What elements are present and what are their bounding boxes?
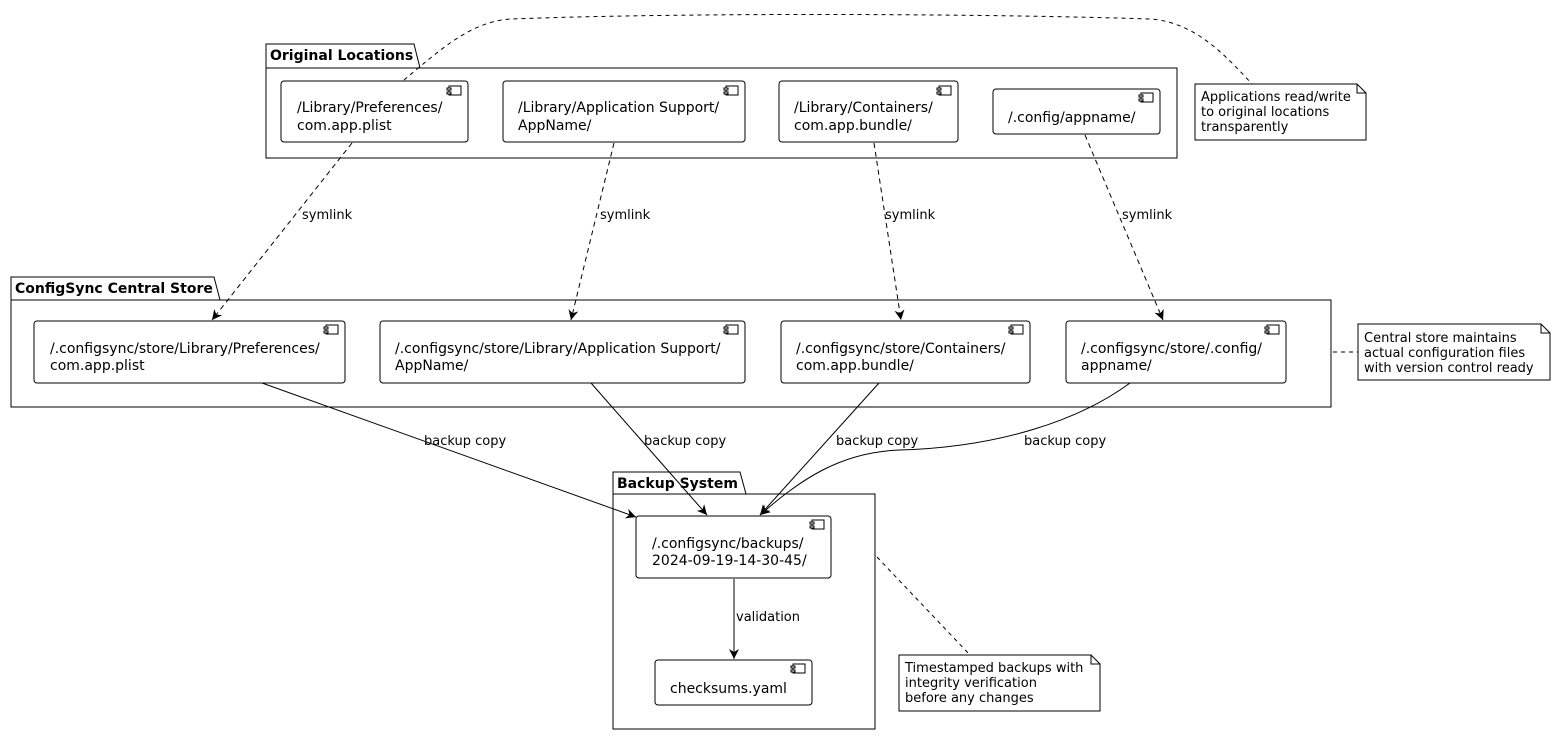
svg-text:/Library/Preferences/: /Library/Preferences/: [297, 100, 443, 116]
edge-backup-config: [759, 382, 1131, 516]
edge-label: symlink: [600, 208, 651, 223]
package-title: ConfigSync Central Store: [15, 281, 213, 297]
svg-text:/.configsync/store/Library/Pre: /.configsync/store/Library/Preferences/: [50, 341, 320, 357]
svg-text:Timestamped backups with: Timestamped backups with: [904, 661, 1083, 676]
edge-backup-containers: [759, 382, 880, 516]
backup-edges: [261, 382, 1131, 659]
edge-label: symlink: [1122, 208, 1173, 223]
component-library-preferences: /Library/Preferences/ com.app.plist: [280, 80, 469, 143]
note-connectors: [403, 13, 1358, 656]
symlink-edges: [211, 134, 1164, 321]
svg-text:AppName/: AppName/: [518, 118, 592, 134]
svg-text:AppName/: AppName/: [395, 358, 469, 374]
component-backup-folder: /.configsync/backups/ 2024-09-19-14-30-4…: [635, 515, 832, 579]
svg-text:com.app.plist: com.app.plist: [50, 358, 145, 374]
symlink-labels: symlink symlink symlink symlink: [302, 208, 1173, 223]
svg-text:transparently: transparently: [1201, 120, 1289, 135]
component-library-application-support: /Library/Application Support/ AppName/: [502, 80, 746, 143]
component-store-config-appname: /.configsync/store/.config/ appname/: [1065, 320, 1287, 384]
svg-text:/Library/Containers/: /Library/Containers/: [794, 100, 933, 116]
edge-backup-preferences: [261, 382, 637, 519]
component-store-preferences: /.configsync/store/Library/Preferences/ …: [33, 320, 346, 384]
component-checksums: checksums.yaml: [654, 659, 813, 706]
svg-text:/.configsync/backups/: /.configsync/backups/: [652, 536, 804, 552]
svg-text:com.app.bundle/: com.app.bundle/: [796, 358, 914, 374]
svg-text:2024-09-19-14-30-45/: 2024-09-19-14-30-45/: [652, 553, 807, 569]
edge-label: validation: [736, 610, 800, 625]
edge-label: backup copy: [1024, 434, 1106, 449]
svg-text:/.configsync/store/Containers/: /.configsync/store/Containers/: [796, 341, 1006, 357]
svg-text:Central store maintains: Central store maintains: [1364, 331, 1517, 346]
svg-text:appname/: appname/: [1081, 358, 1152, 374]
package-title: Original Locations: [270, 48, 413, 64]
component-store-application-support: /.configsync/store/Library/Application S…: [379, 320, 746, 384]
edge-symlink-application-support: [568, 142, 615, 321]
svg-text:to original locations: to original locations: [1201, 105, 1329, 120]
edge-symlink-containers: [873, 142, 905, 321]
backup-labels: backup copy backup copy backup copy back…: [424, 434, 1106, 625]
component-store-containers: /.configsync/store/Containers/ com.app.b…: [780, 320, 1031, 384]
edge-label: backup copy: [644, 434, 726, 449]
package-title: Backup System: [617, 476, 738, 492]
edge-label: symlink: [885, 208, 936, 223]
svg-text:integrity verification: integrity verification: [905, 676, 1037, 691]
edge-symlink-preferences: [211, 142, 353, 321]
component-library-containers: /Library/Containers/ com.app.bundle/: [778, 80, 959, 143]
svg-text:checksums.yaml: checksums.yaml: [670, 681, 787, 697]
edge-label: backup copy: [424, 434, 506, 449]
svg-text:/Library/Application Support/: /Library/Application Support/: [518, 100, 719, 116]
svg-text:before any changes: before any changes: [905, 691, 1034, 706]
svg-text:Applications read/write: Applications read/write: [1201, 90, 1351, 105]
svg-text:actual configuration files: actual configuration files: [1364, 346, 1525, 361]
note-backup-system: Timestamped backups with integrity verif…: [898, 654, 1101, 712]
svg-text:with version control ready: with version control ready: [1364, 361, 1534, 376]
edge-backup-application-support: [590, 382, 708, 516]
note-central-store: Central store maintains actual configura…: [1357, 323, 1551, 381]
edge-symlink-config: [1084, 134, 1164, 321]
edge-label: backup copy: [836, 434, 918, 449]
svg-text:/.configsync/store/Library/App: /.configsync/store/Library/Application S…: [395, 341, 721, 357]
svg-text:/.configsync/store/.config/: /.configsync/store/.config/: [1081, 341, 1262, 357]
svg-text:/.config/appname/: /.config/appname/: [1008, 110, 1136, 126]
svg-text:com.app.plist: com.app.plist: [297, 118, 392, 134]
edge-label: symlink: [302, 208, 353, 223]
note-original-locations: Applications read/write to original loca…: [1194, 83, 1367, 141]
svg-text:com.app.bundle/: com.app.bundle/: [794, 118, 912, 134]
component-config-appname: /.config/appname/: [992, 88, 1161, 135]
